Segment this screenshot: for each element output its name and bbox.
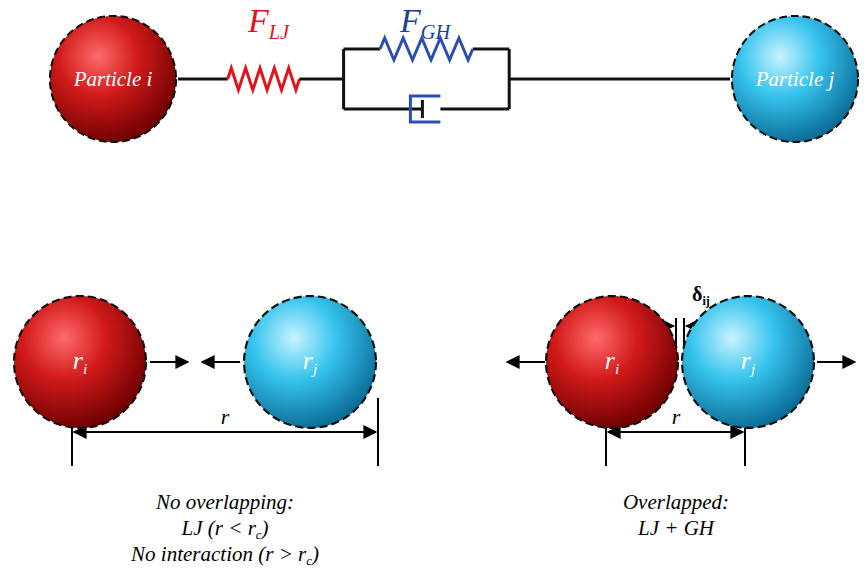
particle-sphere: rj xyxy=(680,294,816,430)
label-text: F xyxy=(400,2,421,39)
subscript: j xyxy=(751,360,755,377)
label-text: ) xyxy=(261,516,268,540)
particle-sphere: ri xyxy=(544,294,680,430)
label-line: FLJ xyxy=(248,2,289,44)
subscript: c xyxy=(256,528,262,542)
motion-arrow xyxy=(817,361,855,363)
label-line: FGH xyxy=(400,2,450,44)
label-line: Overlapped: xyxy=(623,490,729,515)
label-line: No interaction (r > rc) xyxy=(131,542,319,569)
particle-label: ri xyxy=(605,346,619,378)
label-text: LJ + GH xyxy=(638,516,714,540)
label-line: No overlapping: xyxy=(156,490,294,515)
label-text: LJ (r < r xyxy=(182,516,256,540)
particle-label: rj xyxy=(303,346,317,378)
spring-dashpot-link xyxy=(178,38,730,122)
label-text: r xyxy=(672,404,681,429)
extension-line xyxy=(377,398,379,466)
label-text: ) xyxy=(312,542,319,566)
label-text: F xyxy=(248,2,269,39)
label-line: LJ (r < rc) xyxy=(182,516,269,543)
subscript: c xyxy=(306,554,312,568)
particle-name: r xyxy=(605,346,615,375)
motion-arrow xyxy=(202,361,240,363)
subscript: LJ xyxy=(269,21,289,43)
label-line: LJ + GH xyxy=(638,516,714,541)
label-text: No interaction (r > r xyxy=(131,542,306,566)
particle-sphere: Particle i xyxy=(48,14,178,144)
particle-name: Particle j xyxy=(756,67,835,91)
particle-label: Particle j xyxy=(756,67,835,92)
label-line: r xyxy=(672,404,681,430)
subscript: i xyxy=(615,360,619,377)
label-line: δij xyxy=(692,283,710,309)
motion-arrow xyxy=(150,361,188,363)
label-text: δ xyxy=(692,283,702,305)
subscript: GH xyxy=(421,21,450,43)
particle-name: r xyxy=(303,346,313,375)
particle-sphere: rj xyxy=(242,294,378,430)
dimension-line xyxy=(608,431,743,433)
particle-sphere: Particle j xyxy=(730,14,860,144)
motion-arrow xyxy=(507,361,545,363)
label-text: Overlapped: xyxy=(623,490,729,514)
subscript: ij xyxy=(702,294,709,308)
particle-label: Particle i xyxy=(74,67,153,92)
subscript: i xyxy=(83,360,87,377)
particle-name: r xyxy=(741,346,751,375)
dimension-line xyxy=(74,431,376,433)
subscript: j xyxy=(313,360,317,377)
particle-name: Particle i xyxy=(74,67,153,91)
label-text: r xyxy=(221,404,230,429)
particle-label: ri xyxy=(73,346,87,378)
label-line: r xyxy=(221,404,230,430)
label-text: No overlapping: xyxy=(156,490,294,514)
particle-sphere: ri xyxy=(12,294,148,430)
particle-name: r xyxy=(73,346,83,375)
particle-label: rj xyxy=(741,346,755,378)
